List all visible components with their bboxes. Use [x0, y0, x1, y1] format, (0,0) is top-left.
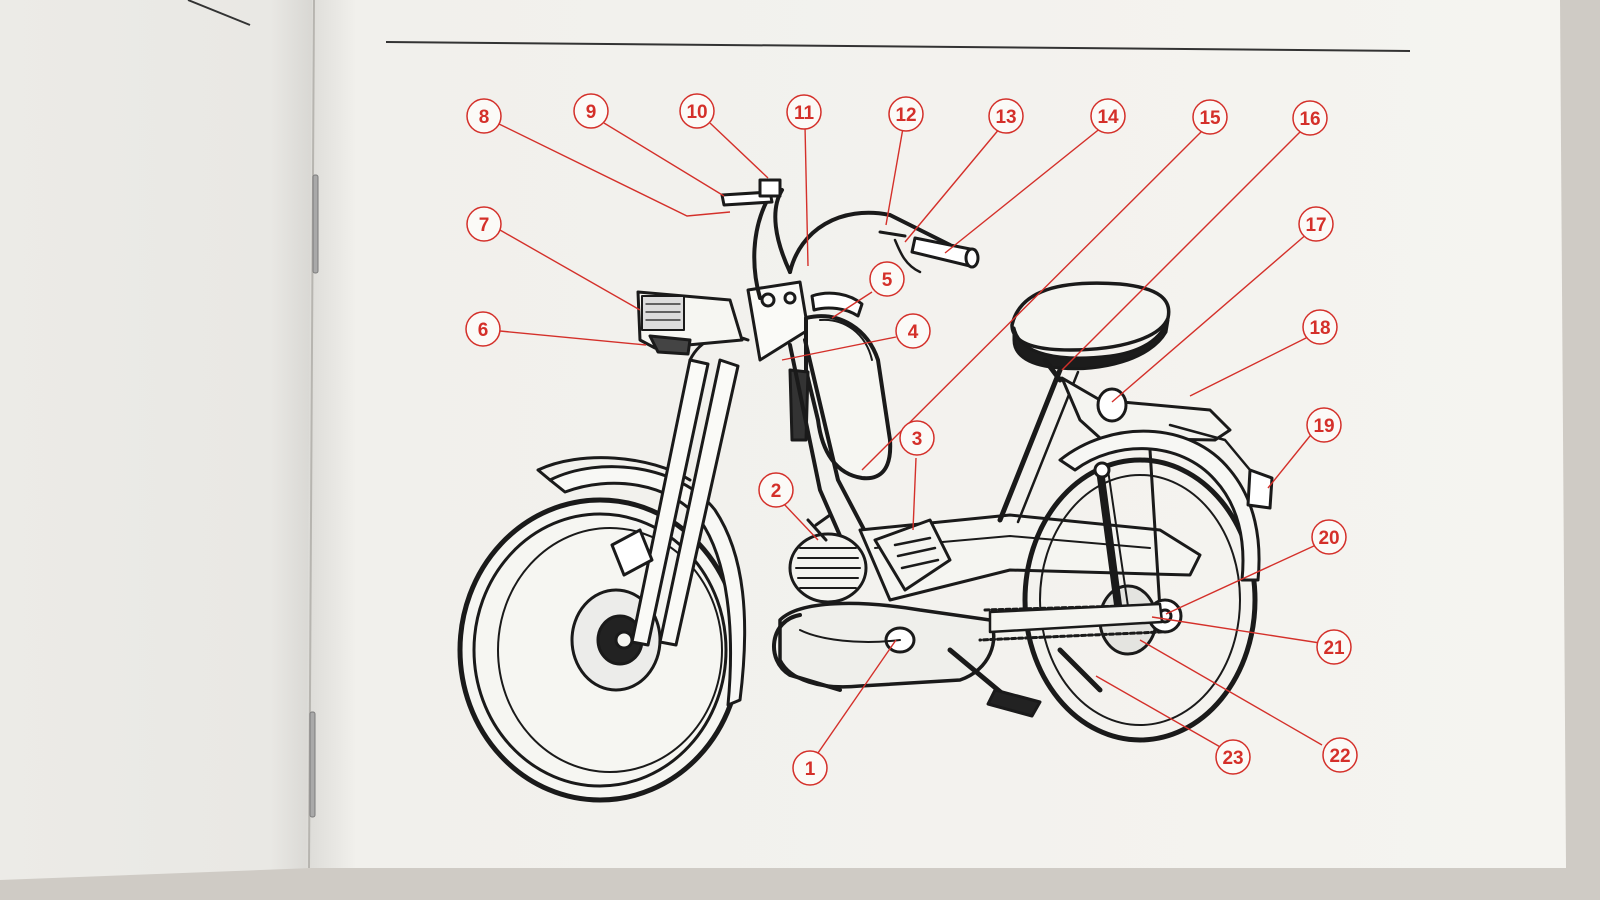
callout-number: 17 — [1305, 215, 1326, 236]
header-rule — [385, 41, 1411, 52]
leader-line — [709, 122, 769, 179]
pedal — [947, 647, 1103, 718]
leader-line — [496, 122, 731, 217]
leader-line — [1189, 334, 1313, 397]
callout-badge: 2 — [758, 472, 794, 508]
callout-badge: 23 — [1215, 739, 1251, 775]
leader-line — [499, 229, 641, 311]
leader-lines — [496, 122, 1323, 767]
leader-line — [1095, 675, 1223, 749]
leader-line — [781, 336, 897, 361]
callout-number: 1 — [805, 759, 816, 780]
leader-line — [1165, 544, 1317, 615]
callout-badge: 10 — [679, 93, 715, 129]
leader-line — [782, 502, 819, 541]
callout-badge: 5 — [869, 261, 905, 297]
callout-number: 18 — [1309, 318, 1330, 339]
leader-line — [1151, 616, 1321, 644]
callout-badge: 12 — [888, 96, 924, 132]
callout-badge: 7 — [466, 206, 502, 242]
callout-badge: 16 — [1292, 100, 1328, 136]
callout-badge: 3 — [899, 420, 935, 456]
leader-line — [861, 129, 1204, 471]
left-page-rule — [187, 0, 251, 26]
callout-number: 9 — [586, 102, 597, 123]
callout-badge: 14 — [1090, 98, 1126, 134]
left-page — [0, 0, 318, 880]
callout-badge: 17 — [1298, 206, 1334, 242]
callout-number: 19 — [1313, 416, 1334, 437]
callout-number: 16 — [1299, 109, 1320, 130]
staple-icon — [309, 711, 316, 818]
engine — [788, 513, 868, 604]
callout-badge: 21 — [1316, 629, 1352, 665]
rear-mudguard — [1058, 429, 1261, 582]
callout-badge: 9 — [573, 93, 609, 129]
callout-badge: 22 — [1322, 737, 1358, 773]
callout-badge: 4 — [895, 313, 931, 349]
callout-badge: 18 — [1302, 309, 1338, 345]
swing-arm — [988, 602, 1164, 634]
callouts: 1 2 3 4 5 6 7 8 — [465, 93, 1358, 786]
callout-number: 14 — [1097, 107, 1119, 128]
rear-shock — [1093, 448, 1162, 624]
callout-number: 22 — [1329, 746, 1350, 767]
callout-badge: 20 — [1311, 519, 1347, 555]
callout-number: 7 — [479, 215, 490, 236]
tail-lamp — [1246, 468, 1274, 510]
callout-number: 12 — [895, 105, 916, 126]
leader-line — [804, 125, 809, 267]
staple-icon — [312, 174, 319, 274]
callout-badge: 8 — [466, 98, 502, 134]
callout-number: 5 — [882, 270, 893, 291]
leader-line — [1267, 430, 1315, 489]
leader-line — [499, 330, 647, 346]
callout-number: 8 — [479, 107, 490, 128]
leader-line — [904, 127, 1001, 243]
leader-line — [603, 122, 725, 197]
callout-number: 21 — [1323, 638, 1345, 659]
callout-badge: 6 — [465, 311, 501, 347]
front-wheel — [457, 497, 743, 803]
callout-number: 6 — [478, 320, 489, 341]
callout-badge: 11 — [786, 94, 822, 130]
callout-number: 3 — [912, 429, 923, 450]
callout-badge: 19 — [1306, 407, 1342, 443]
handlebars — [720, 178, 980, 300]
leader-line — [1061, 129, 1303, 371]
leader-line — [944, 126, 1103, 254]
leader-line — [912, 457, 917, 531]
seat — [1010, 281, 1171, 383]
leader-line — [1139, 639, 1323, 746]
callout-number: 23 — [1222, 748, 1243, 769]
callout-number: 13 — [995, 107, 1016, 128]
callout-number: 2 — [771, 481, 782, 502]
callout-number: 10 — [686, 102, 707, 123]
leader-line — [831, 291, 873, 319]
front-fork — [610, 334, 750, 647]
headlamp — [636, 290, 744, 356]
moped-illustration — [457, 178, 1274, 803]
callout-number: 11 — [794, 103, 815, 124]
leader-line — [1111, 232, 1309, 403]
exhaust-pipe — [772, 613, 842, 692]
callout-number: 4 — [908, 322, 919, 343]
callout-badge: 1 — [792, 750, 828, 786]
callout-badge: 13 — [988, 98, 1024, 134]
leader-line — [885, 127, 904, 226]
callout-number: 15 — [1199, 108, 1221, 129]
leader-line — [808, 639, 897, 767]
callout-number: 20 — [1318, 528, 1339, 549]
callout-badge: 15 — [1192, 99, 1228, 135]
